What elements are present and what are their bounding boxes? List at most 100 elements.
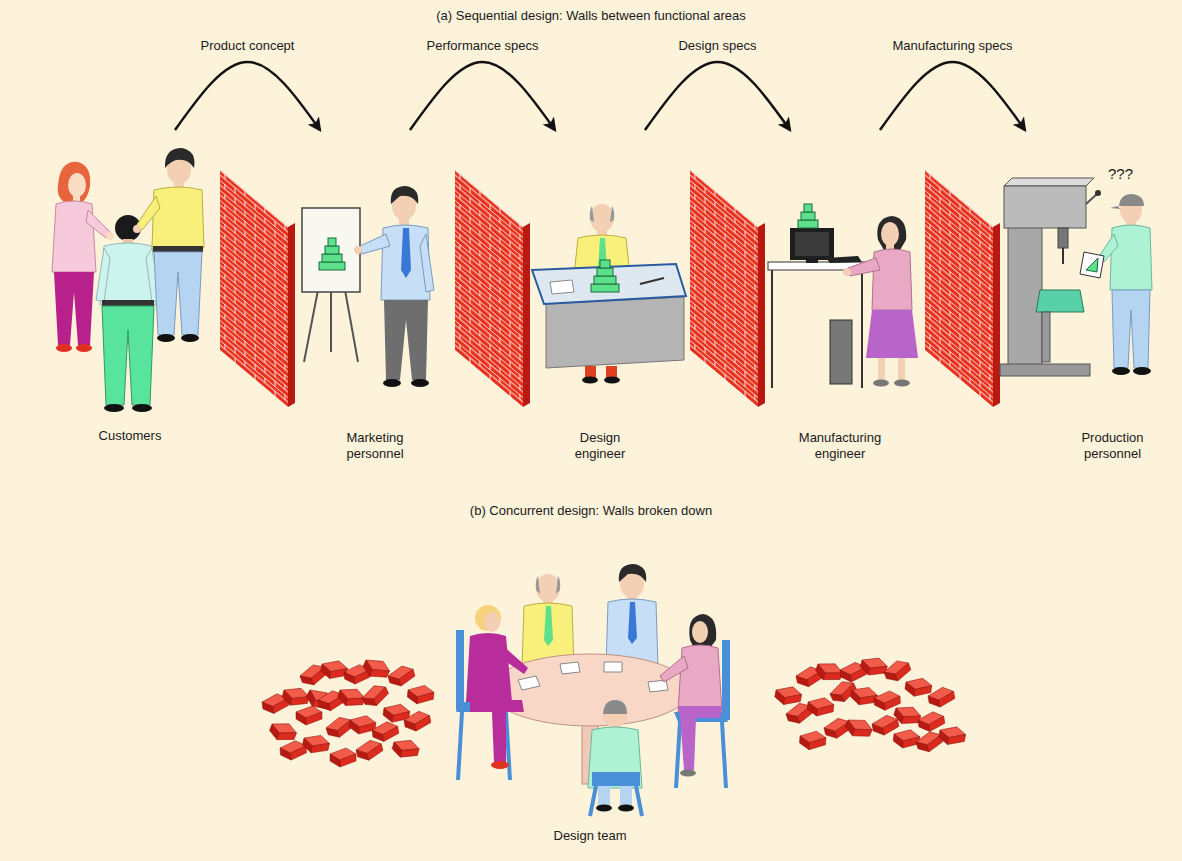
customer-man-back xyxy=(132,404,152,412)
team-man-yellow xyxy=(536,576,561,594)
brick-pile xyxy=(403,710,432,733)
station-label: Design team xyxy=(554,828,627,844)
drill-press xyxy=(1000,178,1101,376)
manufacturing-woman xyxy=(873,380,889,387)
brick-wall xyxy=(220,170,288,407)
computer-desk xyxy=(830,320,852,384)
manufacturing-woman xyxy=(878,358,885,380)
team-woman-pink xyxy=(678,645,722,712)
brick-wall xyxy=(523,223,530,407)
brick-pile xyxy=(774,684,803,707)
drafting-table xyxy=(546,297,684,368)
team-worker-back xyxy=(598,786,610,806)
station-region: Design team xyxy=(440,560,740,848)
manufacturing-woman xyxy=(843,216,918,387)
customer-woman xyxy=(86,210,110,238)
station-label: Marketing personnel xyxy=(330,430,420,462)
customer-woman xyxy=(56,344,72,352)
customer-woman xyxy=(54,272,94,345)
computer-desk xyxy=(801,212,815,220)
team-worker-back xyxy=(592,772,640,786)
customer-man-back xyxy=(102,306,154,405)
team-worker-back xyxy=(588,700,642,816)
production-worker xyxy=(1080,194,1152,375)
brick-pile xyxy=(336,684,367,710)
team-worker-back xyxy=(603,700,627,714)
computer-desk xyxy=(795,232,829,256)
team-woman-pink xyxy=(660,614,730,788)
team-woman-purple xyxy=(470,700,524,762)
production-worker xyxy=(1112,367,1130,375)
drafting-table xyxy=(597,268,613,276)
marketing-man xyxy=(354,246,362,254)
brick-pile xyxy=(871,714,900,737)
flow-arrow xyxy=(645,62,790,130)
easel-chart xyxy=(302,208,360,292)
easel-chart xyxy=(328,238,336,246)
manufacturing-woman xyxy=(872,249,912,310)
brick-pile xyxy=(882,657,913,684)
brick-pile xyxy=(927,686,956,709)
team-woman-purple xyxy=(456,605,528,780)
easel-chart xyxy=(302,208,360,362)
production-worker xyxy=(1080,252,1104,278)
brick-pile xyxy=(893,728,921,750)
flow-arrow xyxy=(410,62,555,130)
manufacturing-woman xyxy=(898,358,905,380)
customer-man-back xyxy=(115,215,141,241)
marketing-man xyxy=(354,186,434,387)
drafting-table xyxy=(532,260,686,384)
marketing-man xyxy=(384,300,428,380)
brick-wall xyxy=(690,170,765,407)
brick-wall xyxy=(690,170,758,407)
customer-man xyxy=(152,187,204,248)
station-region: Design engineer xyxy=(530,130,670,466)
meeting-table xyxy=(518,676,540,690)
flow-arrow xyxy=(880,62,1025,130)
station-label: Design engineer xyxy=(565,430,635,462)
station-region: Production personnel xyxy=(990,130,1175,466)
brick-wall xyxy=(690,170,758,407)
marketing-man xyxy=(420,234,434,292)
meeting-table xyxy=(560,662,580,674)
brick-pile xyxy=(774,654,967,754)
station-label: Production personnel xyxy=(1068,430,1158,462)
drill-press xyxy=(1000,364,1090,376)
customer-man-back xyxy=(96,215,160,412)
station-region: Marketing personnel xyxy=(300,130,450,466)
brick-pile xyxy=(261,655,434,767)
computer-desk xyxy=(861,270,863,388)
team-woman-pink xyxy=(678,706,722,770)
production-worker xyxy=(1112,290,1150,368)
customer-man xyxy=(154,252,202,335)
drafting-table xyxy=(594,276,616,284)
customer-man-back xyxy=(96,248,110,302)
team-woman-pink xyxy=(722,640,730,720)
computer-desk xyxy=(826,256,862,263)
customer-woman xyxy=(106,232,114,240)
team-man-yellow xyxy=(544,606,553,646)
arrow-label: Manufacturing specs xyxy=(893,38,1013,54)
team-woman-purple xyxy=(506,712,510,780)
computer-desk xyxy=(790,228,834,260)
marketing-man xyxy=(401,228,411,278)
drafting-table xyxy=(600,260,610,268)
brick-pile xyxy=(391,736,421,761)
production-worker xyxy=(1086,258,1098,272)
team-worker-back xyxy=(590,786,596,816)
meeting-table xyxy=(604,662,622,672)
computer-desk xyxy=(771,270,773,388)
customer-man xyxy=(157,334,175,342)
brick-wall xyxy=(455,170,523,407)
station-region: Manufacturing engineer xyxy=(750,130,930,466)
drafting-table xyxy=(604,377,620,384)
arrow-label: Performance specs xyxy=(427,38,539,54)
arrow-label: Design specs xyxy=(678,38,756,54)
brick-wall xyxy=(993,223,1000,407)
easel-chart xyxy=(325,246,339,254)
team-woman-pink xyxy=(660,656,688,682)
